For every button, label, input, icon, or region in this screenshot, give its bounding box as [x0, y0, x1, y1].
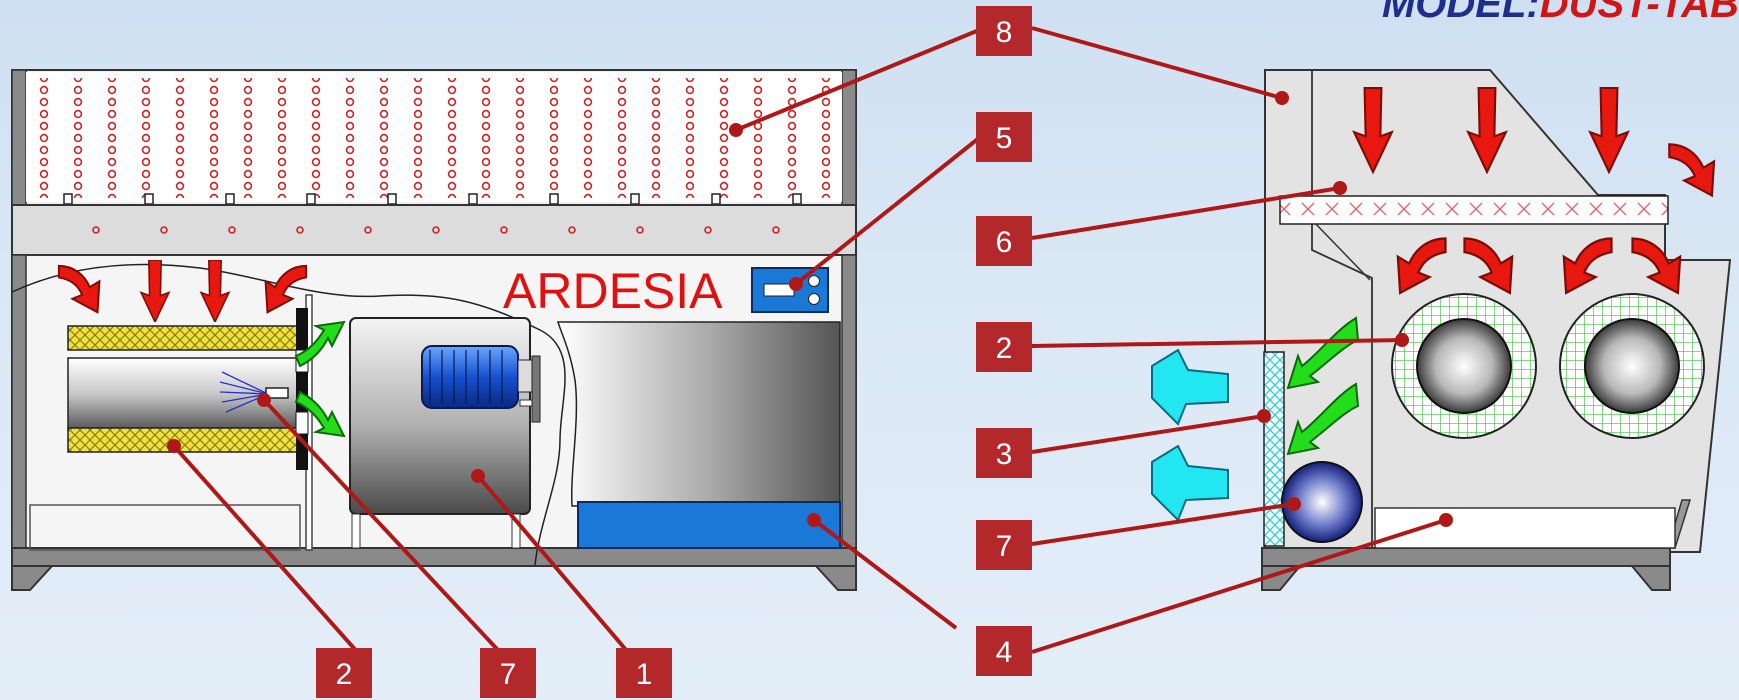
brand-label: ARDESIA	[503, 263, 723, 319]
model-value: DUST-TAB	[1539, 0, 1739, 26]
model-label: MODEL:	[1381, 0, 1540, 26]
duct-chamber	[556, 321, 841, 507]
side-perforated-plate	[1279, 195, 1669, 225]
svg-text:7: 7	[996, 530, 1013, 563]
band-holes	[92, 226, 780, 234]
table-tabs	[63, 193, 802, 205]
nozzle-ball	[1281, 461, 1363, 543]
base-plinth	[11, 547, 857, 567]
svg-text:1: 1	[636, 658, 653, 691]
recirc-arrows-right	[1286, 316, 1360, 456]
svg-text:8: 8	[996, 16, 1013, 49]
perforated-plate	[30, 78, 830, 198]
model-title: MODEL:DUST-TAB	[1382, 0, 1739, 27]
callout-4: 4	[976, 626, 1032, 676]
control-panel	[751, 267, 829, 313]
svg-text:2: 2	[336, 658, 353, 691]
foot-left	[11, 565, 55, 591]
callout-7-left: 7	[480, 648, 536, 698]
svg-text:7: 7	[500, 658, 517, 691]
side-section-view	[1151, 69, 1732, 591]
svg-text:6: 6	[996, 226, 1013, 259]
callout-2-right: 2	[976, 322, 1032, 372]
outlet-arrows	[1151, 348, 1229, 522]
leader-lines	[172, 26, 1447, 666]
recirc-arrows-left	[294, 320, 346, 438]
callout-6: 6	[976, 216, 1032, 266]
front-section-view: ARDESIA	[11, 69, 857, 591]
svg-text:3: 3	[996, 438, 1013, 471]
svg-text:5: 5	[996, 122, 1013, 155]
callout-8: 8	[976, 6, 1032, 56]
callout-2-left: 2	[316, 648, 372, 698]
mid-band	[11, 204, 857, 256]
callout-3: 3	[976, 428, 1032, 478]
filter-cartridge-left	[67, 308, 309, 470]
leader-dots	[167, 91, 1453, 527]
side-base	[1261, 547, 1671, 567]
outlet-filter-mesh	[1263, 351, 1285, 547]
svg-text:2: 2	[996, 332, 1013, 365]
side-filter-cartridges	[1391, 293, 1705, 439]
motor	[421, 345, 541, 423]
foot-right	[813, 565, 857, 591]
callout-1: 1	[616, 648, 672, 698]
callout-5: 5	[976, 112, 1032, 162]
svg-text:4: 4	[996, 636, 1013, 669]
callout-7-right: 7	[976, 520, 1032, 570]
dust-drawer-left	[577, 501, 841, 549]
